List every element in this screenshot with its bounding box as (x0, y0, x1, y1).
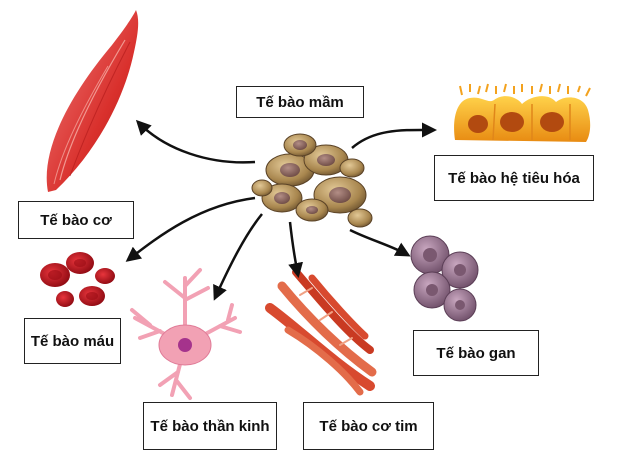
arrow-to-cardiac (288, 221, 304, 278)
liver-cells-illustration (410, 235, 479, 322)
nerve-cell-illustration (130, 268, 242, 400)
stem-cell-cluster-illustration (251, 133, 373, 228)
muscle-cell-illustration (46, 10, 139, 192)
arrow-to-blood (125, 196, 256, 262)
arrow-to-digestive (351, 122, 437, 149)
label-liver-cell: Tế bào gan (413, 330, 539, 376)
blood-cells-illustration (40, 252, 115, 307)
arrow-to-muscle (135, 119, 256, 164)
label-cardiac-cell: Tế bào cơ tim (303, 402, 434, 450)
label-digestive-cell: Tế bào hệ tiêu hóa (434, 155, 594, 201)
label-muscle-cell: Tế bào cơ (18, 201, 134, 239)
label-blood-cell: Tế bào máu (24, 318, 121, 364)
label-nerve-cell: Tế bào thần kinh (143, 402, 277, 450)
label-stem-cell: Tế bào mầm (236, 86, 364, 118)
arrow-to-liver (349, 228, 411, 257)
digestive-cells-illustration (454, 83, 591, 142)
arrow-to-nerve (213, 213, 263, 301)
cardiac-muscle-illustration (265, 268, 377, 396)
